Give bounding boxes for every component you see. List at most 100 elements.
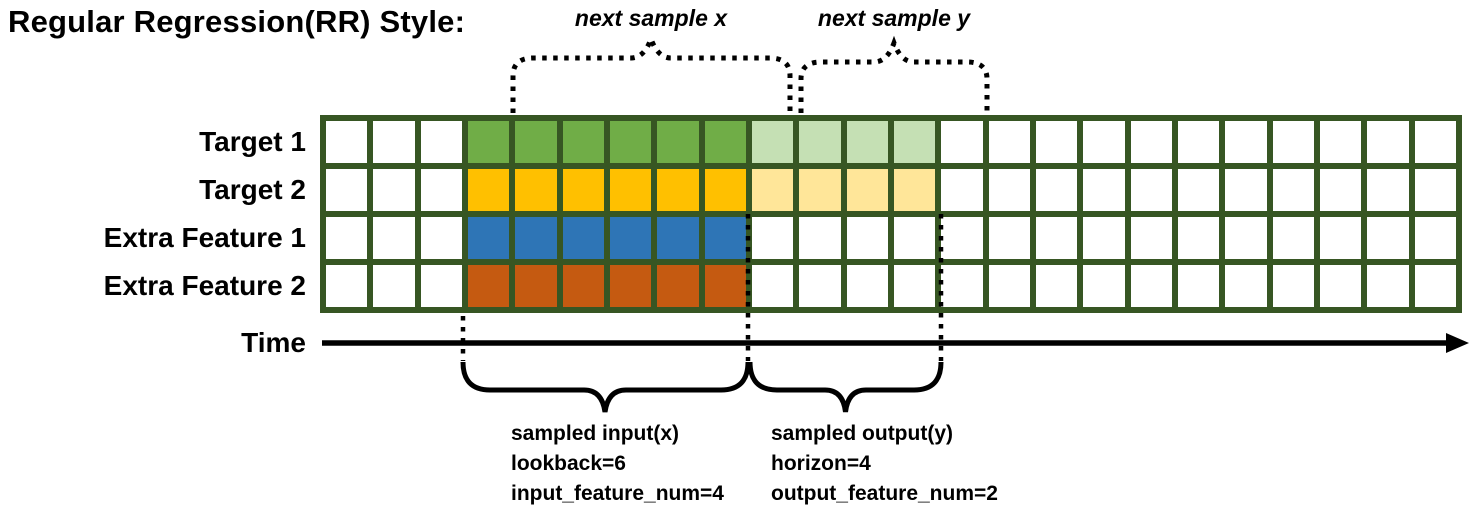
grid-cell bbox=[420, 121, 462, 163]
grid-cell bbox=[846, 169, 888, 211]
grid-cell bbox=[1035, 217, 1078, 259]
grid-cell bbox=[1225, 265, 1267, 307]
grid-cell bbox=[420, 169, 462, 211]
grid-cell bbox=[1225, 217, 1267, 259]
grid-cell bbox=[1272, 217, 1314, 259]
sampled-output-caption: sampled output(y) horizon=4 output_featu… bbox=[771, 419, 998, 509]
grid-cell bbox=[893, 265, 936, 307]
grid-cell bbox=[373, 217, 415, 259]
grid-cell bbox=[704, 217, 746, 259]
sampled-output-line: sampled output(y) bbox=[771, 422, 953, 445]
grid-cell bbox=[609, 169, 652, 211]
grid-cell bbox=[893, 121, 936, 163]
row-label: Extra Feature 2 bbox=[103, 270, 306, 301]
grid-cell bbox=[1367, 265, 1409, 307]
grid-cell bbox=[1319, 169, 1362, 211]
grid-cell bbox=[515, 121, 557, 163]
grid-cell bbox=[988, 121, 1030, 163]
grid-cell bbox=[704, 121, 746, 163]
grid-cell bbox=[1083, 121, 1125, 163]
grid-cell bbox=[515, 217, 557, 259]
sample-grid bbox=[320, 115, 1462, 313]
grid-cell bbox=[1130, 265, 1172, 307]
grid-cell bbox=[1319, 217, 1362, 259]
grid-cell bbox=[1367, 217, 1409, 259]
grid-cell bbox=[1225, 121, 1267, 163]
grid-cell bbox=[1319, 121, 1362, 163]
grid-cell bbox=[1272, 265, 1314, 307]
grid-cell bbox=[893, 217, 936, 259]
output-feature-num-line: output_feature_num=2 bbox=[771, 482, 998, 505]
grid-cell bbox=[1367, 169, 1409, 211]
grid-cell bbox=[751, 265, 794, 307]
input-feature-num-line: input_feature_num=4 bbox=[511, 482, 724, 505]
grid-cell bbox=[799, 169, 841, 211]
grid-cell bbox=[467, 217, 510, 259]
grid-cell bbox=[704, 169, 746, 211]
grid-cell bbox=[1177, 217, 1220, 259]
grid-cell bbox=[846, 265, 888, 307]
grid-cell bbox=[1130, 169, 1172, 211]
grid-cell bbox=[609, 265, 652, 307]
grid-cell bbox=[988, 217, 1030, 259]
grid-cell bbox=[1414, 169, 1456, 211]
grid-cell bbox=[1414, 121, 1456, 163]
grid-cell bbox=[467, 121, 510, 163]
horizon-line: horizon=4 bbox=[771, 452, 871, 475]
grid-cell bbox=[420, 217, 462, 259]
grid-cell bbox=[1083, 265, 1125, 307]
grid-cell bbox=[1035, 121, 1078, 163]
grid-cell bbox=[941, 121, 983, 163]
grid-cell bbox=[941, 265, 983, 307]
sampled-output-brace bbox=[747, 361, 944, 413]
grid-cell bbox=[326, 169, 368, 211]
grid-cell bbox=[562, 169, 604, 211]
grid-cell bbox=[420, 265, 462, 307]
grid-cell bbox=[941, 169, 983, 211]
lookback-line: lookback=6 bbox=[511, 452, 626, 475]
grid-cell bbox=[1414, 265, 1456, 307]
grid-cell bbox=[515, 169, 557, 211]
grid-cell bbox=[1035, 169, 1078, 211]
grid-cell bbox=[467, 265, 510, 307]
row-label: Target 1 bbox=[199, 126, 306, 157]
grid-cell bbox=[1414, 217, 1456, 259]
grid-cell bbox=[373, 265, 415, 307]
grid-cell bbox=[846, 121, 888, 163]
grid-cell bbox=[1035, 265, 1078, 307]
grid-cell bbox=[988, 169, 1030, 211]
grid-cell bbox=[373, 169, 415, 211]
grid-cell bbox=[373, 121, 415, 163]
row-label: Target 2 bbox=[199, 174, 306, 205]
next-sample-x-brace bbox=[510, 31, 793, 113]
grid-cell bbox=[1083, 169, 1125, 211]
next-sample-y-brace bbox=[798, 35, 990, 113]
time-arrow-head bbox=[1446, 333, 1469, 353]
grid-cell bbox=[657, 217, 699, 259]
sampled-input-caption: sampled input(x) lookback=6 input_featur… bbox=[511, 419, 724, 509]
grid-cell bbox=[704, 265, 746, 307]
grid-cell bbox=[751, 217, 794, 259]
grid-cell bbox=[467, 169, 510, 211]
time-axis-label: Time bbox=[241, 327, 306, 358]
next-sample-x-label: next sample x bbox=[574, 5, 728, 31]
grid-cell bbox=[751, 169, 794, 211]
grid-cell bbox=[941, 217, 983, 259]
grid-cell bbox=[1225, 169, 1267, 211]
grid-cell bbox=[657, 121, 699, 163]
grid-cell bbox=[1177, 265, 1220, 307]
grid-cell bbox=[1177, 121, 1220, 163]
grid-cell bbox=[1367, 121, 1409, 163]
grid-cell bbox=[657, 265, 699, 307]
grid-cell bbox=[326, 121, 368, 163]
grid-cell bbox=[893, 169, 936, 211]
grid-cell bbox=[1083, 217, 1125, 259]
grid-cell bbox=[562, 265, 604, 307]
grid-cell bbox=[1272, 169, 1314, 211]
grid-cell bbox=[751, 121, 794, 163]
grid-cell bbox=[799, 121, 841, 163]
grid-cell bbox=[609, 121, 652, 163]
next-sample-y-label: next sample y bbox=[817, 5, 971, 31]
grid-cell bbox=[657, 169, 699, 211]
